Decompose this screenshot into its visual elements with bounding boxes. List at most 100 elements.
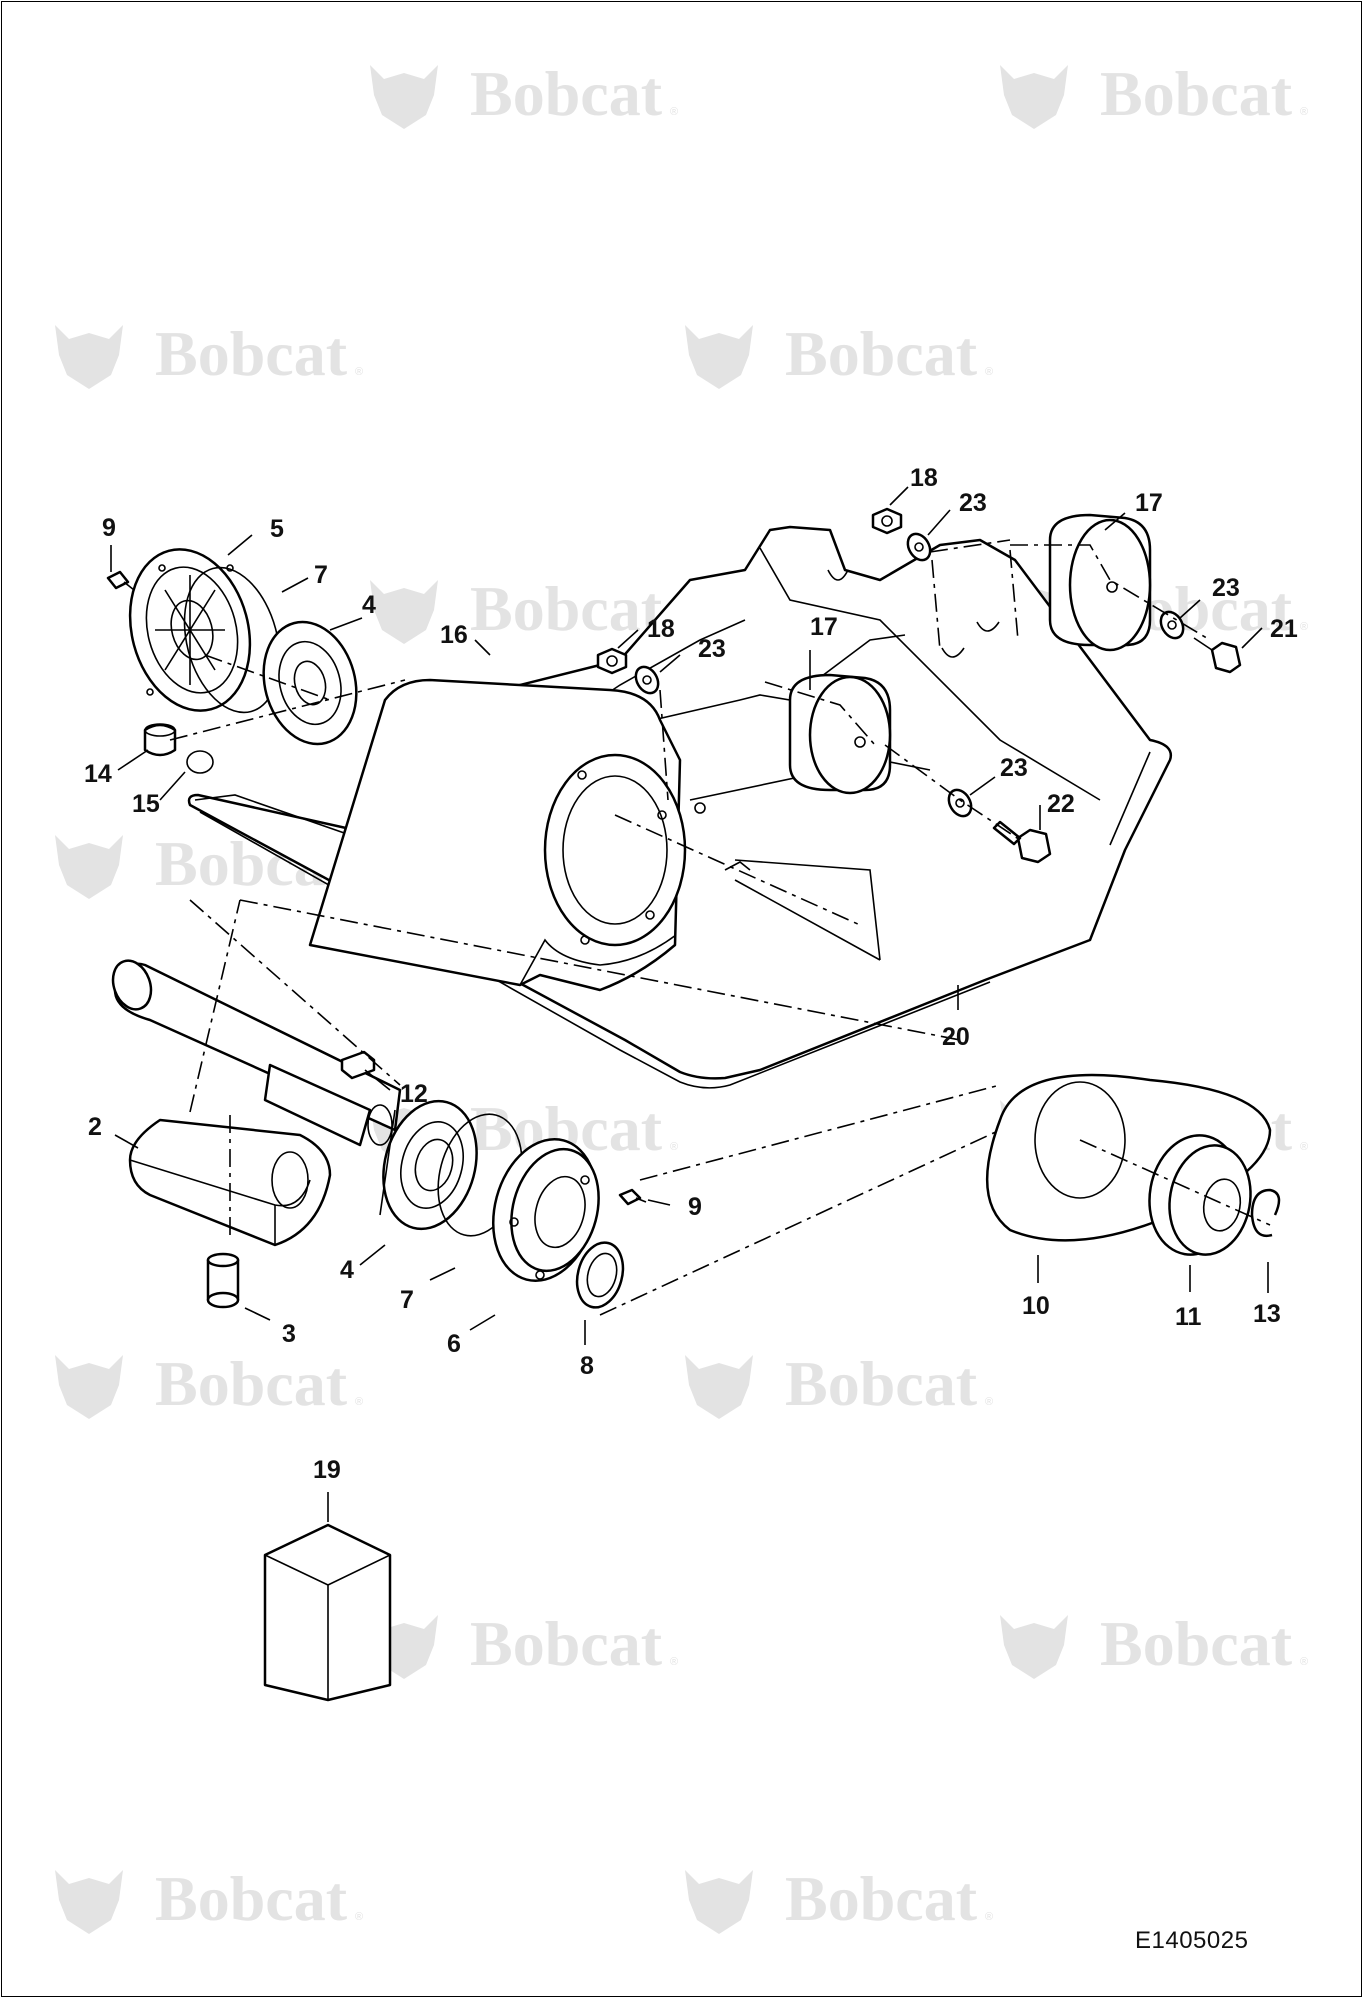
callout-21: 21 <box>1270 615 1298 643</box>
bobcat-watermark-text: Bobcat <box>785 318 978 389</box>
bobcat-watermark-registered-mark: ® <box>985 1911 993 1923</box>
bobcat-watermark: Bobcat ® <box>55 1863 363 1934</box>
callout-16: 16 <box>440 621 468 649</box>
bobcat-watermark: Bobcat ® <box>1000 58 1308 129</box>
bobcat-watermark-registered-mark: ® <box>1300 621 1308 633</box>
bobcat-logo-icon <box>55 835 123 899</box>
bobcat-logo-icon <box>685 1870 753 1934</box>
callout-12: 12 <box>400 1080 428 1108</box>
bobcat-watermark: Bobcat ® <box>370 1608 678 1679</box>
callout-23-middle: 23 <box>698 635 726 663</box>
bearing-flange-part-6 <box>491 1138 600 1282</box>
bolt-part-9-lower <box>618 1188 647 1206</box>
bobcat-watermark-registered-mark: ® <box>670 1141 678 1153</box>
nut-part-18-top <box>871 507 903 535</box>
callout-23-lower: 23 <box>1000 754 1028 782</box>
callout-20: 20 <box>942 1023 970 1051</box>
bobcat-watermark: Bobcat® <box>370 573 678 644</box>
bobcat-logo-icon <box>55 325 123 389</box>
callout-9-top: 9 <box>102 514 116 542</box>
bobcat-watermark-text: Bobcat <box>785 1863 978 1934</box>
washer-part-23-middle <box>634 665 660 695</box>
bobcat-watermark-text: Bobcat <box>785 1348 978 1419</box>
bolt-part-22 <box>992 820 1052 864</box>
callout-4-left: 4 <box>362 591 376 619</box>
callout-15: 15 <box>132 790 160 818</box>
bolt-part-21 <box>1193 637 1242 674</box>
bobcat-watermark-text: Bobcat <box>1100 58 1293 129</box>
callout-18-middle: 18 <box>647 615 675 643</box>
cap-screw-part-3 <box>206 1252 240 1309</box>
rubber-mount-part-17-right <box>1048 513 1152 652</box>
bobcat-watermark-registered-mark: ® <box>1300 1141 1308 1153</box>
bobcat-watermark-registered-mark: ® <box>985 366 993 378</box>
figure-id: E1405025 <box>1135 1927 1249 1954</box>
washer-part-23-lower <box>947 788 973 818</box>
bobcat-logo-icon <box>1000 1615 1068 1679</box>
bobcat-watermark-registered-mark: ® <box>355 366 363 378</box>
bobcat-watermark-text: Bobcat <box>155 1863 348 1934</box>
bobcat-watermark: Bobcat ® <box>685 1863 993 1934</box>
callout-7-left: 7 <box>314 561 328 589</box>
callout-19: 19 <box>313 1456 341 1484</box>
callout-17-center: 17 <box>810 613 838 641</box>
bobcat-watermark-registered-mark: ® <box>355 1911 363 1923</box>
bobcat-watermark-text: Bobcat <box>470 573 663 644</box>
assembly-centerlines <box>169 539 1271 1316</box>
bobcat-watermark-registered-mark: ® <box>985 1396 993 1408</box>
eccentric-weight-part-2 <box>128 1118 332 1247</box>
callout-10: 10 <box>1022 1292 1050 1320</box>
bobcat-watermark: Bobcat ® <box>55 1348 363 1419</box>
callout-leader-lines <box>110 486 1269 1522</box>
washer-part-23-top <box>906 532 932 562</box>
bobcat-watermark-registered-mark: ® <box>670 106 678 118</box>
o-ring-part-7-left <box>183 566 281 714</box>
plug-part-14 <box>143 723 177 757</box>
kit-box-part-19 <box>263 1523 392 1702</box>
callout-2: 2 <box>88 1113 102 1141</box>
bobcat-watermark: Bobcat ® <box>685 1348 993 1419</box>
callout-9-lower: 9 <box>688 1193 702 1221</box>
callout-22: 22 <box>1047 790 1075 818</box>
bobcat-watermark: Bobcat ® <box>685 318 993 389</box>
callout-7-lower: 7 <box>400 1286 414 1314</box>
eccentric-shaft <box>111 959 402 1147</box>
callout-3: 3 <box>282 1320 296 1348</box>
bobcat-logo-icon <box>370 580 438 644</box>
bobcat-watermark-text: Bobcat <box>1100 1608 1293 1679</box>
rubber-mount-part-17-center <box>788 673 892 795</box>
bobcat-logo-icon <box>1000 65 1068 129</box>
washer-part-23-right <box>1159 610 1185 640</box>
bobcat-watermark-registered-mark: ® <box>355 1396 363 1408</box>
bobcat-watermark: Bobcat® <box>1000 1608 1308 1679</box>
bobcat-logo-icon <box>685 1355 753 1419</box>
bobcat-watermark-registered-mark: ® <box>1300 106 1308 118</box>
callout-17-right: 17 <box>1135 489 1163 517</box>
shaft-seal-part-8 <box>575 1241 625 1309</box>
bobcat-watermark-registered-mark: ® <box>670 1656 678 1668</box>
callout-13: 13 <box>1253 1300 1281 1328</box>
bobcat-watermark-text: Bobcat <box>155 318 348 389</box>
bobcat-watermark-text: Bobcat <box>470 1608 663 1679</box>
bobcat-logo-icon <box>55 1355 123 1419</box>
bearing-part-4-left <box>262 620 358 746</box>
callout-8: 8 <box>580 1352 594 1380</box>
callout-6: 6 <box>447 1330 461 1358</box>
callout-23-right: 23 <box>1212 574 1240 602</box>
bolt-part-9-top <box>106 570 135 591</box>
pulley-part-11 <box>1148 1134 1252 1256</box>
retaining-ring-part-13 <box>1250 1188 1281 1238</box>
callout-11: 11 <box>1175 1303 1202 1331</box>
bobcat-watermark-text: Bobcat <box>470 58 663 129</box>
nut-part-18-middle <box>596 647 628 675</box>
callout-5: 5 <box>270 515 284 543</box>
seal-ring-part-15 <box>186 750 214 774</box>
bobcat-logo-icon <box>685 325 753 389</box>
bobcat-watermark: Bobcat ® <box>55 318 363 389</box>
callout-labels: 9 5 7 4 16 14 15 18 23 17 18 23 17 23 21… <box>84 464 1298 1484</box>
bearing-housing-part-5 <box>128 548 252 712</box>
bobcat-watermark-text: Bobcat <box>155 1348 348 1419</box>
bobcat-logo-icon <box>370 65 438 129</box>
